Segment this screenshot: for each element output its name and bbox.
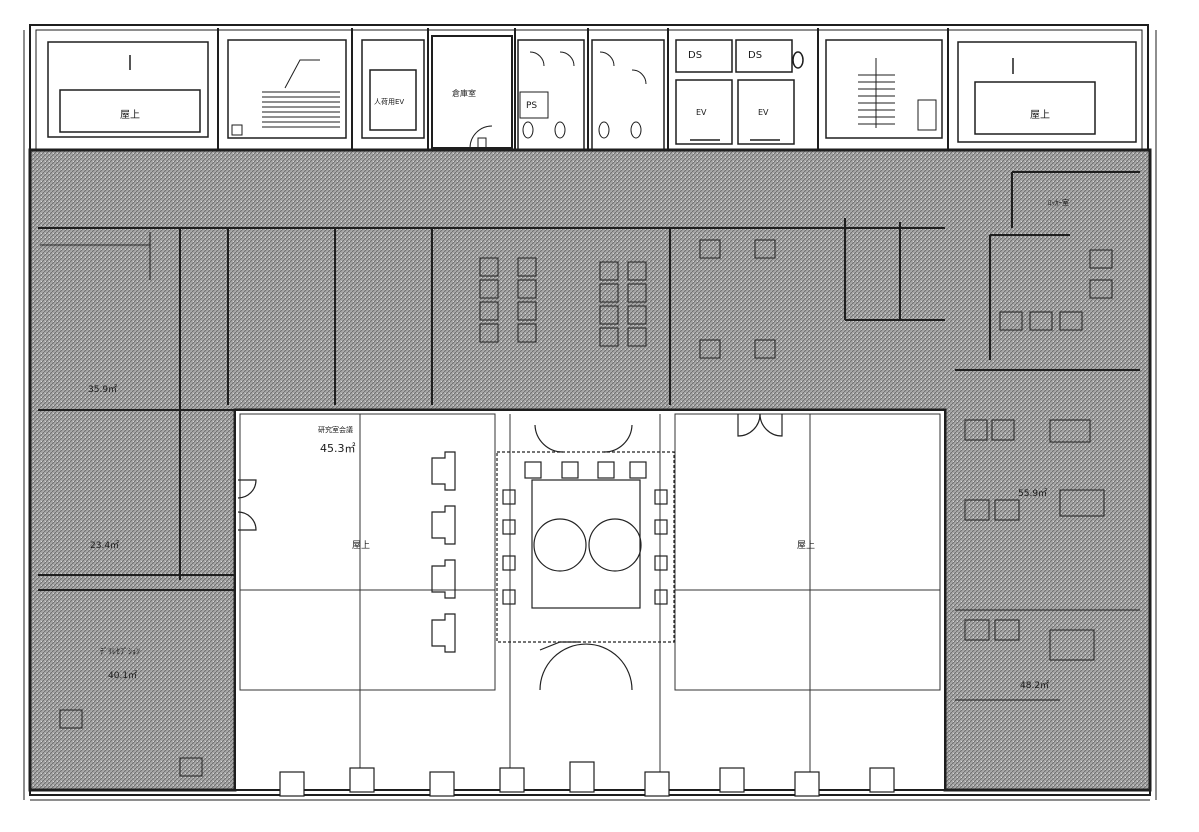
stair-left	[227, 39, 347, 139]
label-ps: PS	[526, 101, 537, 111]
label-court-left: 屋上	[352, 540, 370, 551]
label-ds-1: DS	[688, 50, 702, 61]
elevator-bank	[675, 39, 804, 145]
courtyard-planters	[431, 451, 456, 653]
label-locker: ﾛｯｶｰ室	[1048, 198, 1069, 207]
central-hall	[496, 424, 675, 691]
label-area-right-low: 48.2㎡	[1020, 680, 1049, 691]
exterior-walls	[23, 30, 1157, 801]
label-ds-2: DS	[748, 50, 762, 61]
label-reception: ﾃﾞﾘﾚｾﾌﾟｼｮﾝ	[100, 647, 140, 656]
roof-room-right	[957, 41, 1137, 143]
stair-right	[825, 39, 943, 139]
label-ev-1: EV	[696, 108, 707, 117]
courtyard	[234, 409, 946, 791]
label-freight-elevator: 人荷用EV	[374, 97, 404, 106]
office-desks	[59, 239, 1113, 777]
courtyard-doors	[237, 413, 783, 531]
plan-labels: 屋上 屋上 人荷用EV 倉庫室 PS DS DS EV EV 屋上 屋上 研究室…	[88, 50, 1069, 691]
label-court-right: 屋上	[797, 540, 815, 551]
label-area-right-mid: 55.9㎡	[1018, 488, 1047, 499]
label-area-center: 45.3㎡	[320, 442, 356, 455]
label-area-left-mid: 35.9㎡	[88, 384, 117, 395]
freight-elevator	[361, 39, 425, 139]
label-roof-right: 屋上	[1030, 109, 1050, 121]
label-roof-left: 屋上	[120, 109, 140, 121]
office-partitions	[38, 171, 1140, 701]
bottom-columns	[279, 761, 895, 797]
label-area-left-low: 23.4㎡	[90, 540, 119, 551]
storage-room-top	[431, 35, 513, 149]
label-area-reception: 40.1㎡	[108, 670, 137, 681]
label-storage-top: 倉庫室	[452, 88, 476, 98]
label-ev-2: EV	[758, 108, 769, 117]
label-center-room: 研究室会議	[318, 425, 353, 434]
roof-room-left	[47, 41, 209, 138]
